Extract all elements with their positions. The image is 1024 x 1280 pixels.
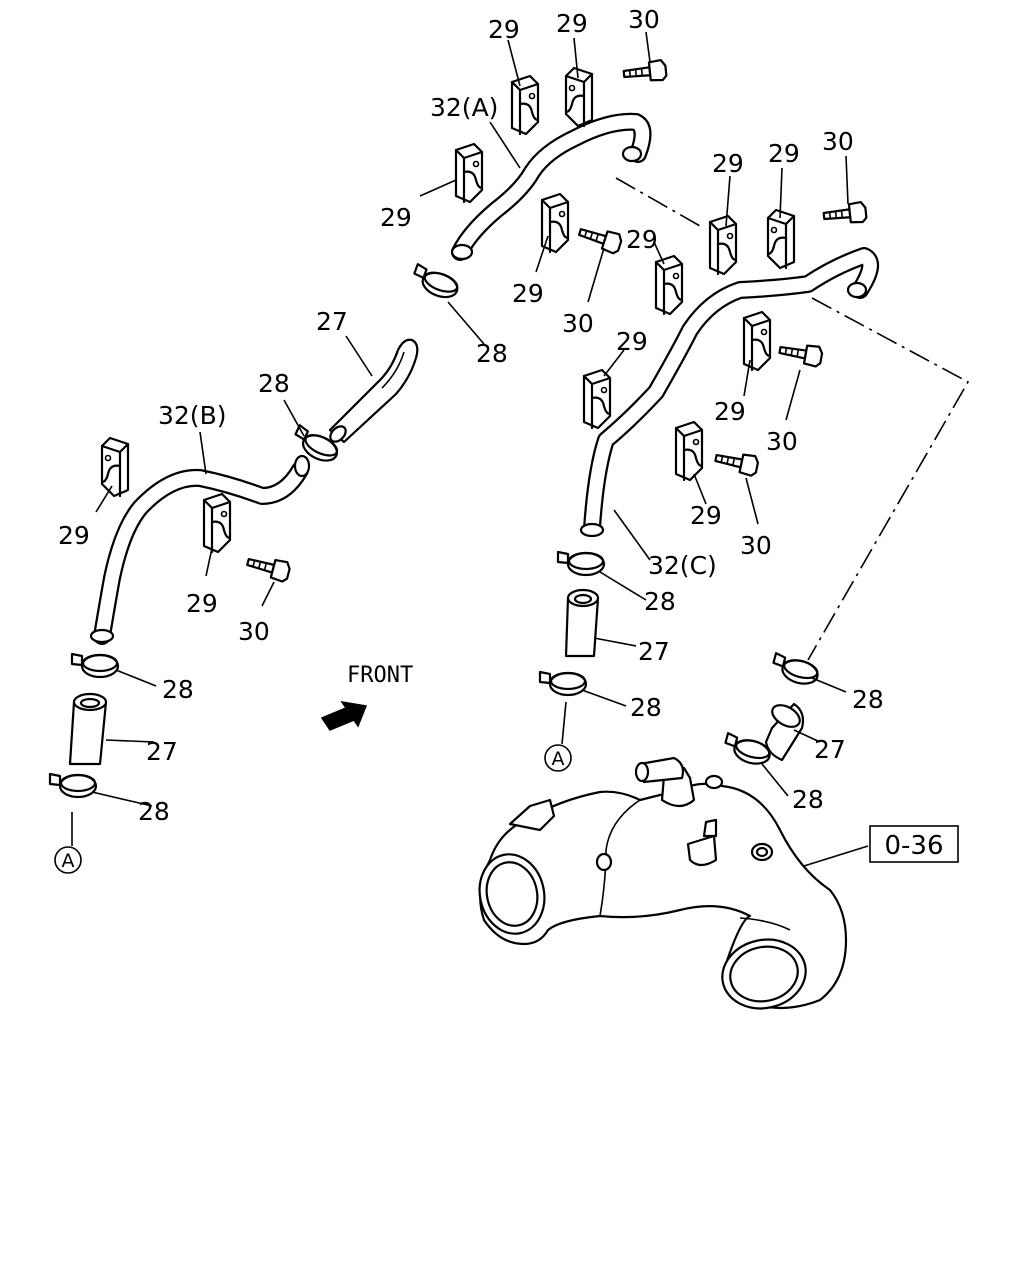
bolt-30-d: [777, 339, 825, 369]
clamp-28-e: [556, 550, 606, 577]
reference-box: 0-36: [869, 825, 959, 863]
label-29: 29: [58, 521, 90, 550]
connector-a-middle: A: [544, 744, 572, 772]
label-30: 30: [238, 617, 270, 646]
label-30: 30: [628, 5, 660, 34]
clamp-28-g: [769, 652, 822, 689]
front-label: FRONT: [347, 663, 413, 688]
label-32c: 32(C): [648, 551, 717, 580]
housing: [478, 756, 848, 1010]
leader-lines: [71, 31, 869, 867]
pipe-32c: [579, 247, 879, 538]
label-28: 28: [644, 587, 676, 616]
bracket-29-a: [510, 74, 540, 136]
bracket-29-k: [100, 436, 130, 498]
label-29: 29: [690, 501, 722, 530]
label-29: 29: [488, 15, 520, 44]
label-29: 29: [512, 279, 544, 308]
connector-a-label: A: [62, 850, 75, 872]
connector-a-left: A: [54, 846, 82, 874]
label-32a: 32(A): [430, 93, 498, 122]
label-27: 27: [638, 637, 670, 666]
label-30: 30: [822, 127, 854, 156]
hose-27-middle: [564, 588, 600, 658]
label-28: 28: [852, 685, 884, 714]
bracket-29-f: [766, 208, 796, 270]
front-indicator: FRONT: [320, 663, 413, 731]
label-27: 27: [316, 307, 348, 336]
connector-a-label: A: [552, 748, 565, 770]
bolt-30-e: [712, 447, 761, 478]
front-arrow-icon: [320, 700, 368, 731]
label-28: 28: [258, 369, 290, 398]
bracket-29-l: [202, 492, 232, 554]
pipe-32b: [89, 454, 311, 645]
label-29: 29: [616, 327, 648, 356]
label-30: 30: [562, 309, 594, 338]
label-28: 28: [792, 785, 824, 814]
bracket-29-g: [654, 254, 684, 316]
label-27: 27: [146, 737, 178, 766]
hose-27-right: [764, 702, 805, 762]
label-29: 29: [626, 225, 658, 254]
bolt-30-b: [575, 221, 625, 256]
bolt-30-a: [621, 58, 668, 86]
pipe-32a: [450, 112, 652, 261]
label-32b: 32(B): [158, 401, 226, 430]
hose-27-upper: [328, 338, 419, 444]
clamp-28-c: [70, 652, 120, 679]
clamp-28-a: [408, 263, 463, 303]
connection-lines: [615, 177, 970, 661]
bracket-29-j: [674, 420, 704, 482]
label-29: 29: [186, 589, 218, 618]
label-29: 29: [380, 203, 412, 232]
label-30: 30: [766, 427, 798, 456]
bracket-29-i: [582, 368, 612, 430]
bracket-29-e: [708, 214, 738, 276]
reference-label: 0-36: [884, 831, 943, 861]
label-29: 29: [768, 139, 800, 168]
clamp-28-d: [48, 772, 98, 799]
hose-27-left: [68, 692, 108, 766]
label-29: 29: [714, 397, 746, 426]
bracket-29-h: [742, 310, 772, 372]
bracket-29-c: [454, 142, 484, 204]
label-29: 29: [712, 149, 744, 178]
label-28: 28: [476, 339, 508, 368]
bolt-30-c: [821, 200, 868, 228]
label-28: 28: [630, 693, 662, 722]
bolt-30-f: [244, 551, 293, 584]
label-27: 27: [814, 735, 846, 764]
label-28: 28: [162, 675, 194, 704]
label-28: 28: [138, 797, 170, 826]
clamp-28-f: [538, 670, 588, 697]
bracket-29-b: [564, 66, 594, 128]
clamp-28-h: [721, 732, 774, 769]
part-labels: 29 29 30 32(A) 29 29 30 29 29 30 29 29 2…: [58, 5, 884, 826]
label-30: 30: [740, 531, 772, 560]
label-29: 29: [556, 9, 588, 38]
